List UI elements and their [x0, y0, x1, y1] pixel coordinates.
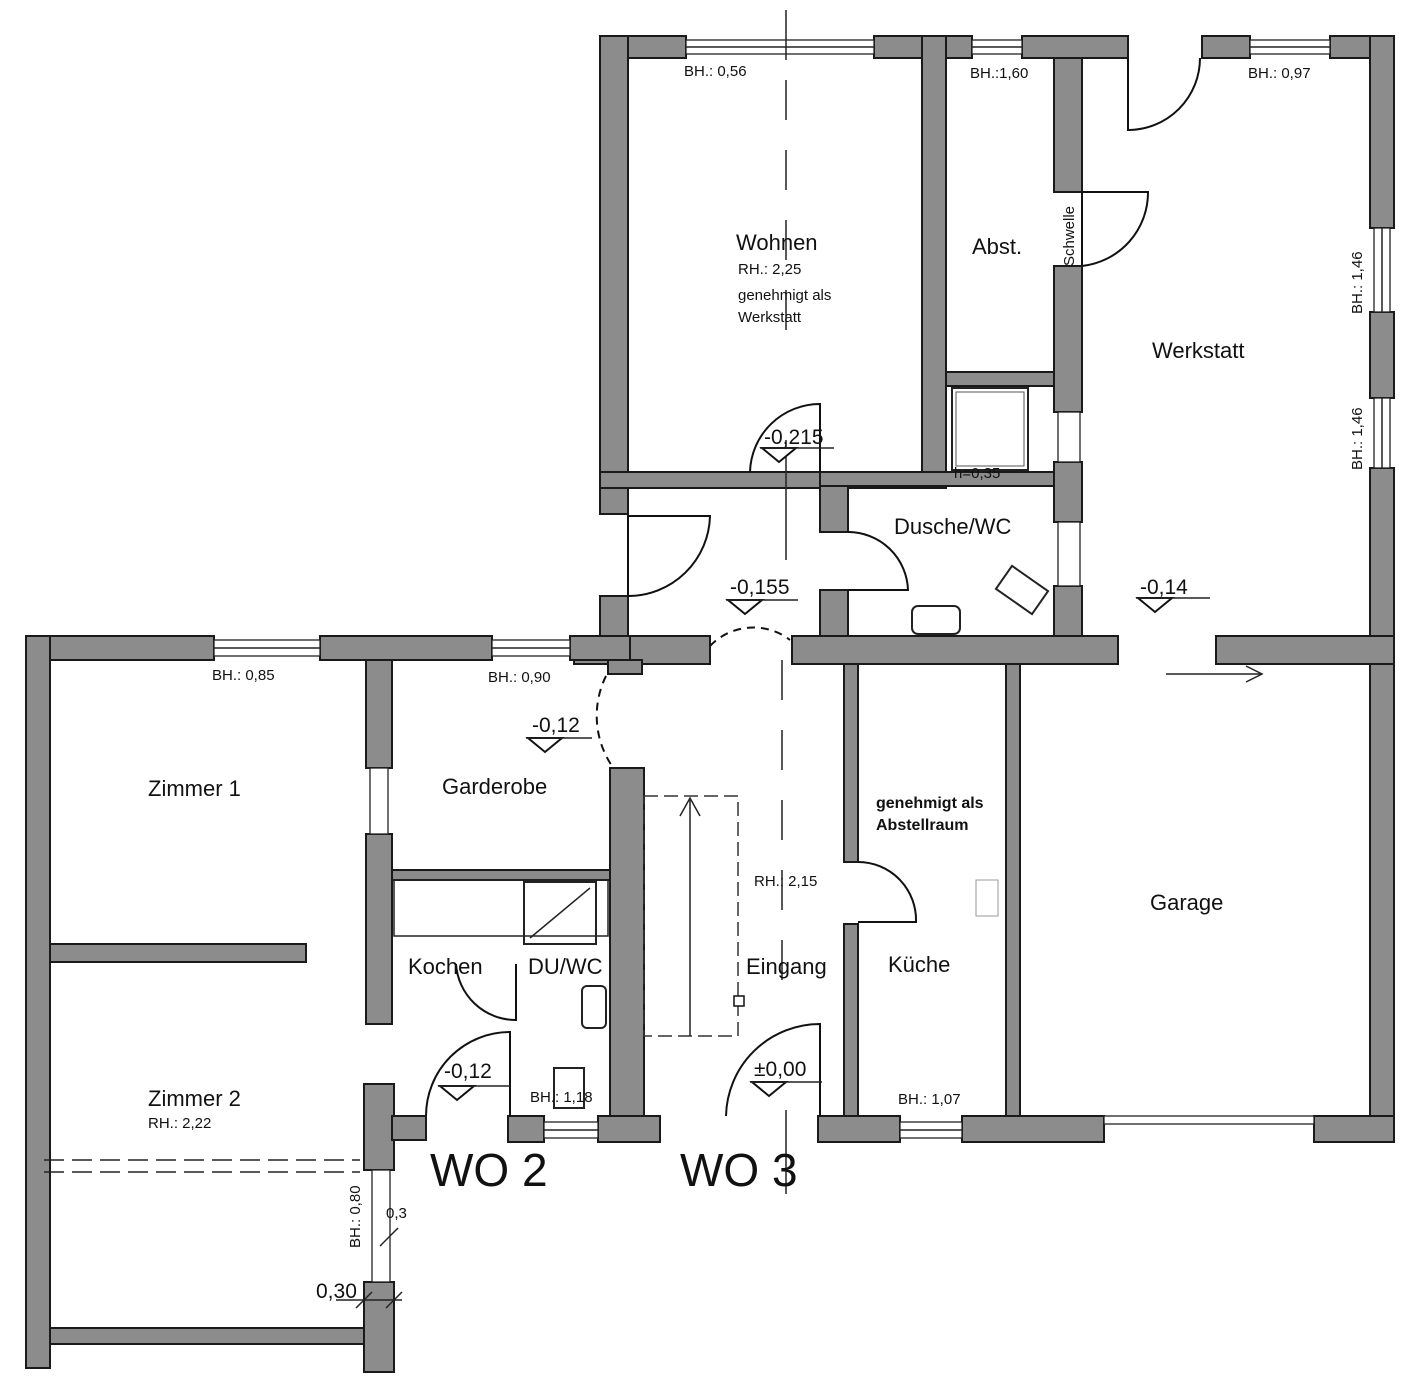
room-labels: Wohnen RH.: 2,25 genehmigt als Werkstatt…	[148, 206, 1245, 1132]
bh-abst: BH.:1,60	[970, 65, 1028, 82]
shower-height: h=0,35	[954, 465, 1000, 482]
unit-wo3: WO 3	[680, 1144, 798, 1196]
wohnen-note-1: genehmigt als	[738, 287, 831, 304]
room-zimmer1: Zimmer 1	[148, 776, 241, 801]
doors	[425, 57, 1201, 1117]
room-kueche: Küche	[888, 952, 950, 977]
bh-duwc: BH.: 1,18	[530, 1089, 593, 1106]
bh-werkstatt-side-1: BH.: 1,46	[1349, 251, 1366, 314]
room-dusche: Dusche/WC	[894, 514, 1011, 539]
level-wohnen: -0,215	[764, 426, 824, 449]
bh-werkstatt-side-2: BH.: 1,46	[1349, 407, 1366, 470]
level-flur: -0,155	[730, 576, 790, 599]
bh-kueche: BH.: 1,07	[898, 1091, 961, 1108]
bh-zimmer1: BH.: 0,85	[212, 667, 275, 684]
walls	[25, 35, 1395, 1373]
dim-030-b: 0,3	[386, 1205, 407, 1222]
bh-werkstatt-top: BH.: 0,97	[1248, 65, 1311, 82]
room-garderobe: Garderobe	[442, 774, 547, 799]
room-garage: Garage	[1150, 890, 1223, 915]
fixtures	[44, 10, 1264, 1309]
bh-zimmer2-side: BH.: 0,80	[347, 1185, 364, 1248]
dim-030-a: 0,30	[316, 1280, 357, 1303]
room-duwc: DU/WC	[528, 954, 603, 979]
washbasin-lower	[581, 985, 607, 1029]
level-markers	[437, 447, 1210, 1102]
wohnen-height: RH.: 2,25	[738, 261, 801, 278]
wohnen-note-2: Werkstatt	[738, 309, 802, 326]
room-zimmer2: Zimmer 2	[148, 1086, 241, 1111]
room-kochen: Kochen	[408, 954, 483, 979]
zimmer2-height: RH.: 2,22	[148, 1115, 211, 1132]
shower-tray-upper	[951, 387, 1029, 471]
level-labels: -0,215 -0,155 -0,14 -0,12 -0,12 ±0,00 h=…	[444, 426, 1188, 1083]
unit-wo2: WO 2	[430, 1144, 548, 1196]
bh-garderobe: BH.: 0,90	[488, 669, 551, 686]
sill-height-labels: BH.: 0,56 BH.:1,60 BH.: 0,97 BH.: 1,46 B…	[212, 63, 1366, 1248]
level-garderobe: -0,12	[532, 714, 580, 737]
stair	[643, 795, 739, 1037]
level-werkstatt: -0,14	[1140, 576, 1188, 599]
windows	[213, 39, 1391, 1283]
schwelle-label: Schwelle	[1061, 206, 1078, 266]
room-wohnen: Wohnen	[736, 230, 818, 255]
toilet-lower	[553, 1067, 585, 1109]
room-abst: Abst.	[972, 234, 1022, 259]
toilet-upper	[994, 564, 1050, 616]
room-werkstatt: Werkstatt	[1152, 338, 1245, 363]
kueche-note-1: genehmigt als	[876, 795, 984, 812]
washbasin-upper	[911, 605, 961, 635]
unit-labels: WO 2 WO 3	[430, 1144, 798, 1196]
eingang-height: RH.: 2,15	[754, 873, 817, 890]
level-eingang: ±0,00	[754, 1058, 806, 1081]
level-wo2: -0,12	[444, 1060, 492, 1083]
room-eingang: Eingang	[746, 954, 827, 979]
kueche-note-2: Abstellraum	[876, 817, 968, 834]
bh-wohnen: BH.: 0,56	[684, 63, 747, 80]
dimension-labels: 0,30 0,3	[316, 1205, 407, 1303]
